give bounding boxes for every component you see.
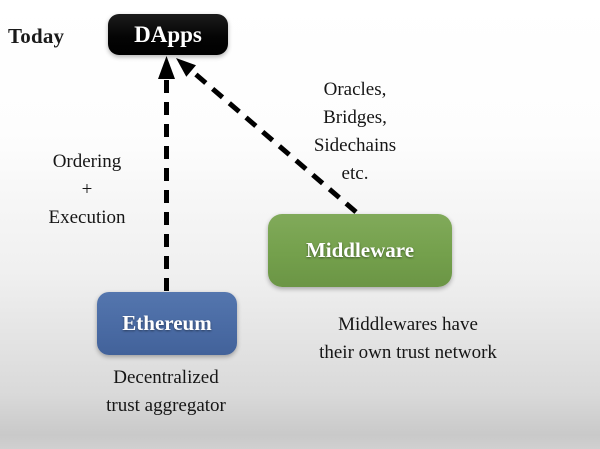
middleware-caption-line-2: their own trust network: [319, 342, 497, 363]
middleware-caption: Middlewares have their own trust network: [288, 311, 528, 367]
middleware-node: Middleware: [268, 214, 452, 287]
ordering-execution-line-3: Execution: [48, 207, 126, 228]
today-label: Today: [8, 24, 65, 48]
oracles-line-2: Bridges,: [323, 107, 387, 128]
middleware-node-label: Middleware: [305, 238, 415, 262]
ethereum-caption: Decentralized trust aggregator: [56, 364, 276, 420]
ethereum-caption-line-2: trust aggregator: [106, 395, 226, 416]
ethereum-to-dapps-arrow: [158, 56, 175, 291]
dapps-node-label: DApps: [134, 21, 202, 47]
middleware-caption-line-1: Middlewares have: [338, 314, 478, 335]
middleware-to-dapps-arrow: [176, 58, 358, 214]
ordering-execution-label: Ordering + Execution: [17, 148, 157, 232]
ordering-execution-line-1: Ordering: [52, 151, 122, 172]
oracles-line-1: Oracles,: [323, 79, 387, 100]
ethereum-node: Ethereum: [97, 292, 237, 355]
dapps-node: DApps: [108, 14, 228, 55]
ethereum-caption-line-1: Decentralized: [113, 367, 219, 388]
ordering-execution-line-2: +: [81, 179, 93, 200]
oracles-bridges-label: Oracles, Bridges, Sidechains etc.: [281, 76, 429, 188]
ethereum-node-label: Ethereum: [122, 311, 212, 335]
oracles-line-4: etc.: [341, 163, 369, 184]
oracles-line-3: Sidechains: [313, 135, 397, 156]
